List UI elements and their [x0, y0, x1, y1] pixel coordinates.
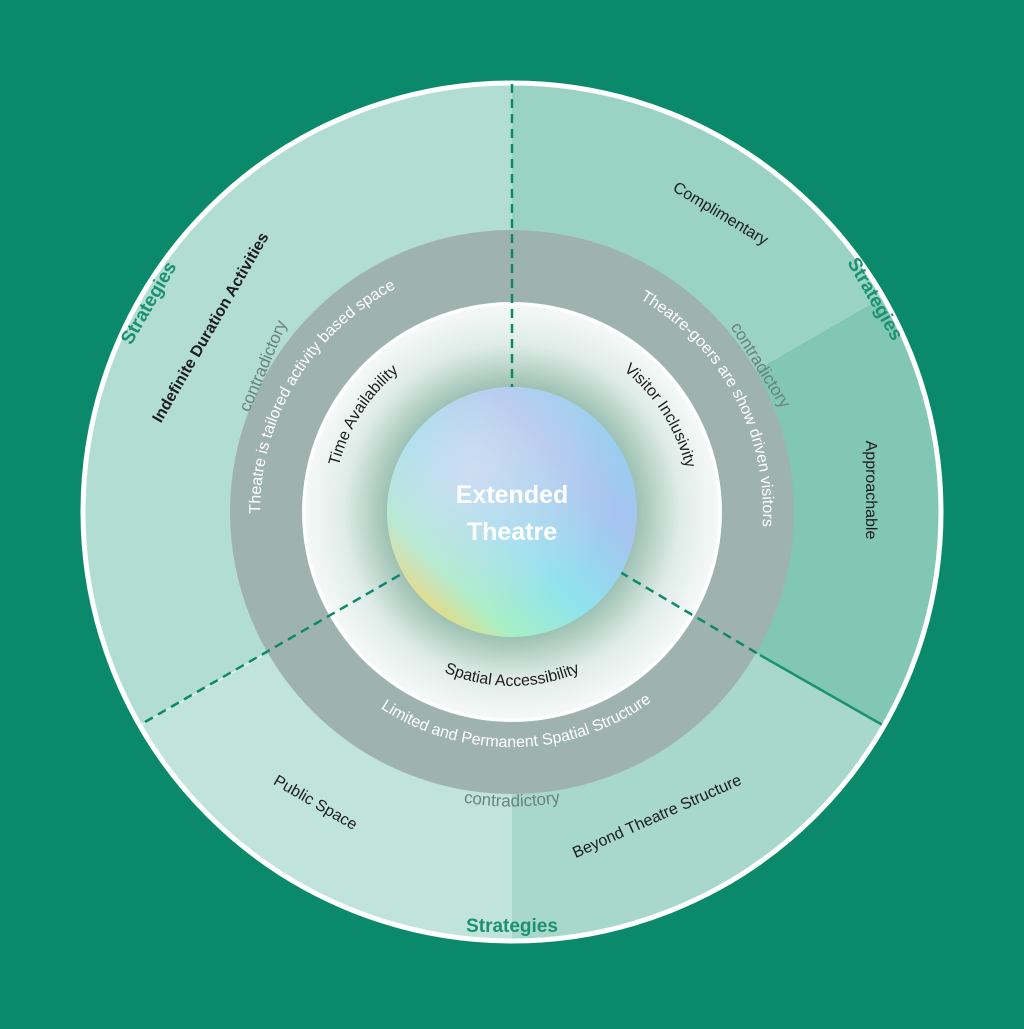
label-approachable: Approachable: [862, 441, 879, 540]
center-title-line2: Theatre: [467, 518, 557, 546]
inner-ring-edge: [302, 302, 722, 722]
label-contradictory-bottom: contradictory: [463, 788, 562, 811]
dashed-divider-left: [144, 570, 406, 724]
outer-border: [80, 80, 944, 944]
label-strategies-bottom: Strategies: [466, 916, 558, 937]
center-shine: [387, 387, 637, 637]
svg-text:contradictory: contradictory: [463, 788, 562, 811]
dashed-divider-right: [619, 570, 761, 657]
divider-right-lower: [759, 653, 887, 729]
center-title-line1: Extended: [456, 481, 569, 509]
